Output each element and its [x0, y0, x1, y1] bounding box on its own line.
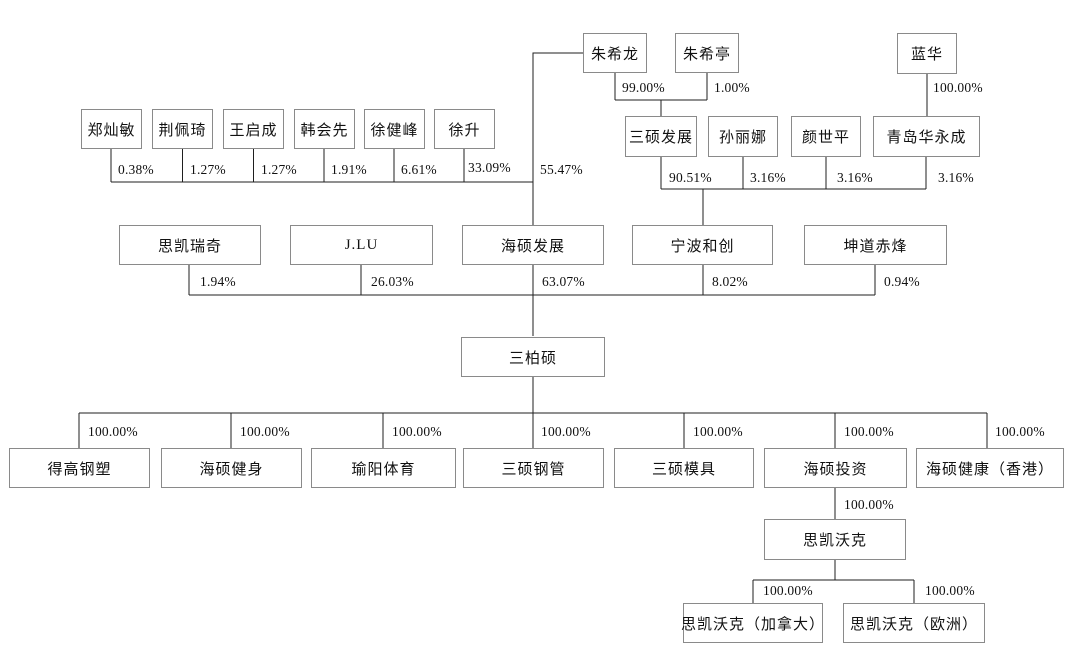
pct-sanbaishuo-touzi: 100.00%	[844, 424, 894, 439]
node-sikai-woke: 思凯沃克	[764, 519, 906, 560]
pct-zhu-xilong-sanshuo-fazhan: 99.00%	[622, 80, 665, 95]
node-zhu-xilong: 朱希龙	[583, 33, 647, 73]
pct-lan-hua-qingdao: 100.00%	[933, 80, 983, 95]
node-xu-jianfeng: 徐健峰	[364, 109, 425, 149]
pct-sikai-woke-europe: 100.00%	[925, 583, 975, 598]
pct-ningbo-sanbaishuo: 8.02%	[712, 274, 748, 289]
pct-sun-lina-ningbo: 3.16%	[750, 170, 786, 185]
pct-xu-sheng-haishuo: 33.09%	[468, 160, 511, 175]
pct-haishuo-fazhan-sanbaishuo: 63.07%	[542, 274, 585, 289]
pct-sanbaishuo-jianshen: 100.00%	[240, 424, 290, 439]
connector-sikaiwoke-children	[752, 560, 915, 603]
node-jing-peiqi: 荆佩琦	[152, 109, 213, 149]
node-sanshuo-gangguan: 三硕钢管	[463, 448, 604, 488]
node-xu-sheng: 徐升	[434, 109, 495, 149]
node-zheng-canmin: 郑灿敏	[81, 109, 142, 149]
node-sun-lina: 孙丽娜	[708, 116, 778, 157]
node-sanshuo-moju: 三硕模具	[614, 448, 754, 488]
node-ningbo-hechuang: 宁波和创	[632, 225, 773, 265]
node-sikai-woke-canada: 思凯沃克（加拿大）	[681, 603, 824, 643]
pct-zhu-xiting-sanshuo-fazhan: 1.00%	[714, 80, 750, 95]
pct-wang-qicheng-haishuo: 1.27%	[261, 162, 297, 177]
pct-sanbaishuo-degao: 100.00%	[88, 424, 138, 439]
pct-kundao-sanbaishuo: 0.94%	[884, 274, 920, 289]
node-haishuo-touzi: 海硕投资	[764, 448, 907, 488]
node-zhu-xiting: 朱希亭	[675, 33, 739, 73]
node-j-lu: J.LU	[290, 225, 433, 265]
node-haishuo-fazhan: 海硕发展	[462, 225, 604, 265]
pct-yan-shiping-ningbo: 3.16%	[837, 170, 873, 185]
pct-touzi-sikai-woke: 100.00%	[844, 497, 894, 512]
node-lan-hua: 蓝华	[897, 33, 957, 74]
pct-sanbaishuo-moju: 100.00%	[693, 424, 743, 439]
pct-sanbaishuo-gangguan: 100.00%	[541, 424, 591, 439]
pct-sikai-ruiqi-sanbaishuo: 1.94%	[200, 274, 236, 289]
node-sikai-woke-europe: 思凯沃克（欧洲）	[843, 603, 985, 643]
pct-han-huixian-haishuo: 1.91%	[331, 162, 367, 177]
node-wang-qicheng: 王启成	[223, 109, 284, 149]
node-kundao-chifeng: 坤道赤烽	[804, 225, 947, 265]
node-sikai-ruiqi: 思凯瑞奇	[119, 225, 261, 265]
node-han-huixian: 韩会先	[294, 109, 355, 149]
pct-zhu-xilong-haishuo: 55.47%	[540, 162, 583, 177]
pct-sanbaishuo-jiankang-hk: 100.00%	[995, 424, 1045, 439]
node-yuyang-tiyu: 瑜阳体育	[311, 448, 456, 488]
pct-sanbaishuo-yuyang: 100.00%	[392, 424, 442, 439]
connector-ningbo-owners-bus	[660, 157, 927, 225]
pct-xu-jianfeng-haishuo: 6.61%	[401, 162, 437, 177]
connector-subsidiaries-bus	[78, 377, 988, 448]
node-sanbaishuo: 三柏硕	[461, 337, 605, 377]
node-haishuo-jiankang-hk: 海硕健康（香港）	[916, 448, 1064, 488]
pct-qingdao-ningbo: 3.16%	[938, 170, 974, 185]
connector-sanbaishuo-owners-bus	[188, 265, 876, 336]
node-haishuo-jianshen: 海硕健身	[161, 448, 302, 488]
node-degao-gangsu: 得高钢塑	[9, 448, 150, 488]
pct-jing-peiqi-haishuo: 1.27%	[190, 162, 226, 177]
pct-sikai-woke-canada: 100.00%	[763, 583, 813, 598]
node-sanshuo-fazhan: 三硕发展	[625, 116, 697, 157]
pct-zheng-canmin-haishuo: 0.38%	[118, 162, 154, 177]
pct-sanshuo-fazhan-ningbo: 90.51%	[669, 170, 712, 185]
connector-zhuxilong-haishuo	[532, 52, 583, 225]
node-qingdao-huayongcheng: 青岛华永成	[873, 116, 980, 157]
pct-j-lu-sanbaishuo: 26.03%	[371, 274, 414, 289]
node-yan-shiping: 颜世平	[791, 116, 861, 157]
connector-haishuo-fazhan-owners-bus	[110, 149, 533, 183]
connector-sanshuo-fazhan-owners	[614, 73, 708, 116]
